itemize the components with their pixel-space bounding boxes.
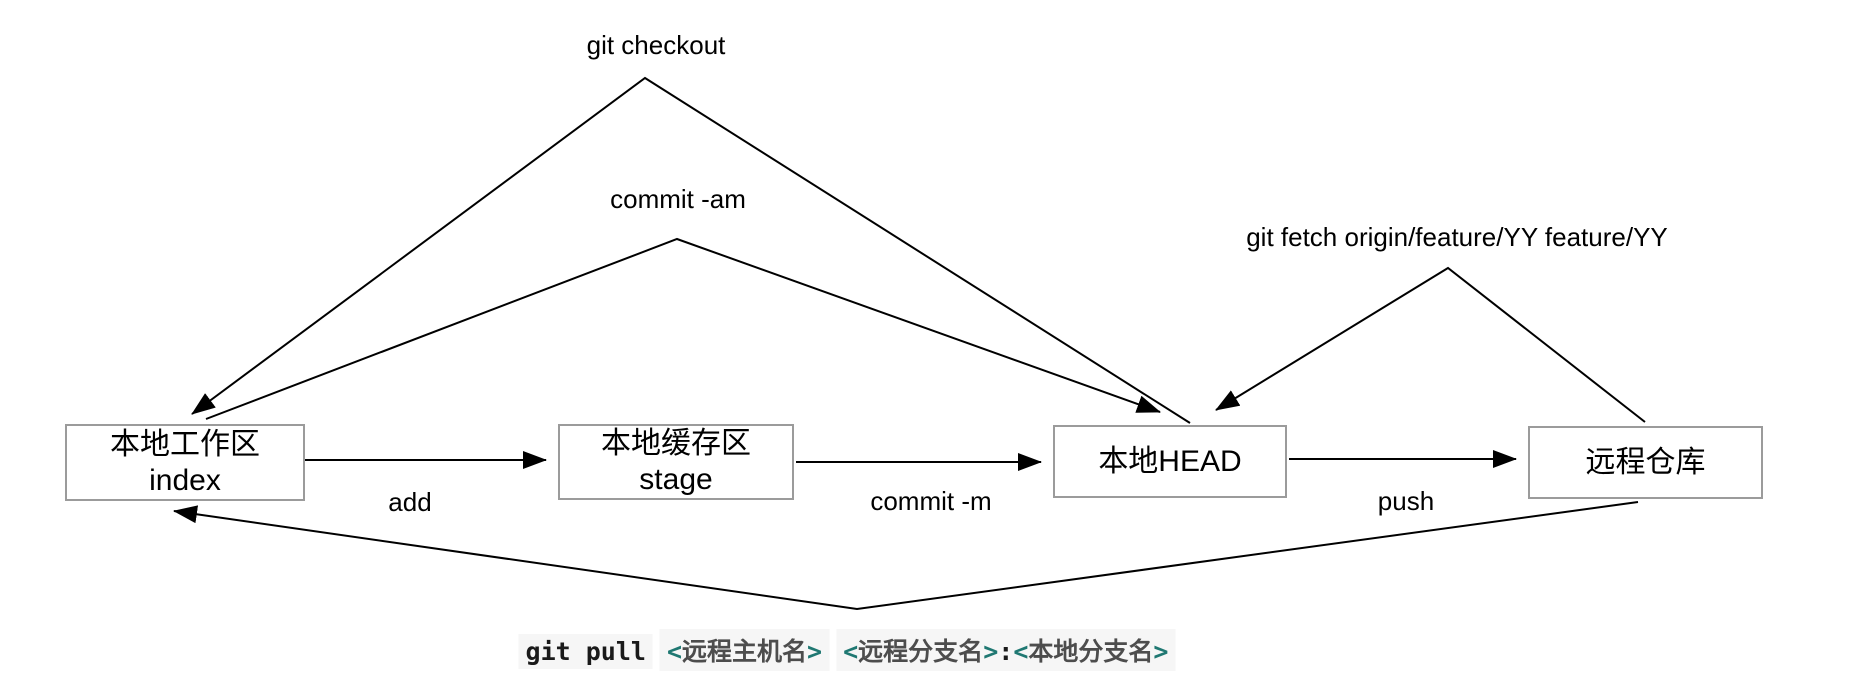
label-push: push (1377, 486, 1435, 516)
node-local-stage: 本地缓存区 stage (558, 424, 794, 500)
node-remote-repo-title: 远程仓库 (1585, 445, 1706, 479)
label-add: add (388, 487, 432, 517)
git-pull-command: git pull<远程主机名><远程分支名>:<本地分支名> (518, 629, 1176, 671)
label-git-checkout: git checkout (586, 30, 726, 60)
node-local-workspace: 本地工作区 index (65, 424, 305, 501)
node-local-head: 本地HEAD (1053, 425, 1287, 498)
node-local-head-title: 本地HEAD (1098, 444, 1242, 478)
git-pull-arg-remote-host: <远程主机名> (659, 629, 830, 671)
node-local-workspace-subtitle: index (149, 463, 221, 497)
node-local-stage-subtitle: stage (639, 463, 713, 496)
node-local-workspace-title: 本地工作区 (110, 427, 260, 461)
label-commit-am: commit -am (610, 184, 746, 214)
label-git-fetch: git fetch origin/feature/YY feature/YY (1246, 222, 1668, 252)
git-checkout-arrow (191, 76, 1191, 424)
git-pull-arrow (173, 501, 1639, 611)
git-pull-cmd: git pull (518, 634, 653, 669)
node-local-stage-title: 本地缓存区 (601, 427, 751, 460)
label-commit-m: commit -m (870, 486, 992, 516)
commit-am-arrow (205, 237, 1161, 420)
node-remote-repo: 远程仓库 (1528, 426, 1763, 499)
git-fetch-arrow (1215, 266, 1646, 423)
git-pull-arg-branches: <远程分支名>:<本地分支名> (836, 629, 1176, 671)
